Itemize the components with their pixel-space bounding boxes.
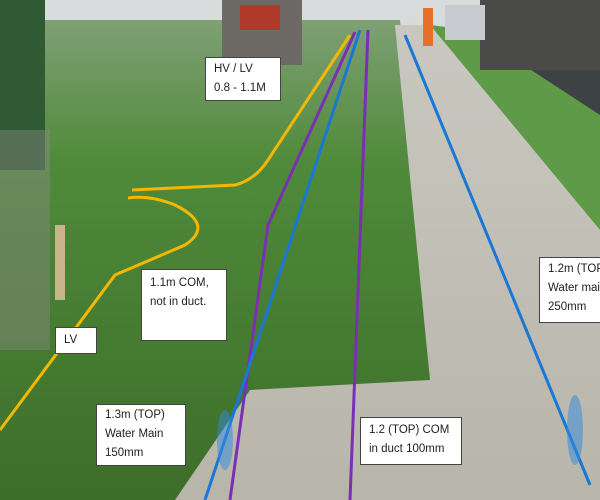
com-in-duct-line xyxy=(348,29,370,500)
footpath xyxy=(175,25,600,500)
label-line: Water main xyxy=(548,282,600,294)
wooden-stake xyxy=(55,225,65,300)
label-line: Water Main xyxy=(105,428,164,440)
com-not-in-duct-line xyxy=(228,31,357,500)
label-com-not-in-duct: 1.1m COM, not in duct. xyxy=(141,269,227,341)
water-main-250-line xyxy=(403,34,592,486)
label-line: 250mm xyxy=(548,301,587,313)
label-line: LV xyxy=(64,334,78,346)
blue-paint-mark xyxy=(217,410,233,470)
machine xyxy=(240,5,280,30)
truck xyxy=(480,0,600,70)
label-line: 1.2 (TOP) COM xyxy=(369,424,450,436)
label-line: 1.2m (TOP) xyxy=(548,263,600,275)
worker xyxy=(423,8,433,46)
label-lv: LV xyxy=(55,327,97,354)
label-line: 150mm xyxy=(105,447,144,459)
label-line: HV / LV xyxy=(214,63,253,75)
parked-car xyxy=(445,5,485,40)
green-cabinet xyxy=(0,0,45,170)
label-line: in duct 100mm xyxy=(369,443,445,455)
blue-paint-mark xyxy=(567,395,583,465)
label-water-main-250: 1.2m (TOP) Water main 250mm xyxy=(539,257,600,323)
label-com-in-duct: 1.2 (TOP) COM in duct 100mm xyxy=(360,417,462,465)
wire-fence xyxy=(0,130,50,350)
label-line: 1.3m (TOP) xyxy=(105,409,165,421)
grass-verge xyxy=(0,20,440,500)
label-line: 1.1m COM, xyxy=(150,277,209,289)
label-line: not in duct. xyxy=(150,296,207,308)
lv-cable-line xyxy=(0,195,200,431)
label-hv-lv: HV / LV 0.8 - 1.1M xyxy=(205,57,281,101)
hv-lv-cable-line xyxy=(131,34,352,192)
label-water-main-150: 1.3m (TOP) Water Main 150mm xyxy=(96,404,186,466)
label-line: 0.8 - 1.1M xyxy=(214,82,266,94)
